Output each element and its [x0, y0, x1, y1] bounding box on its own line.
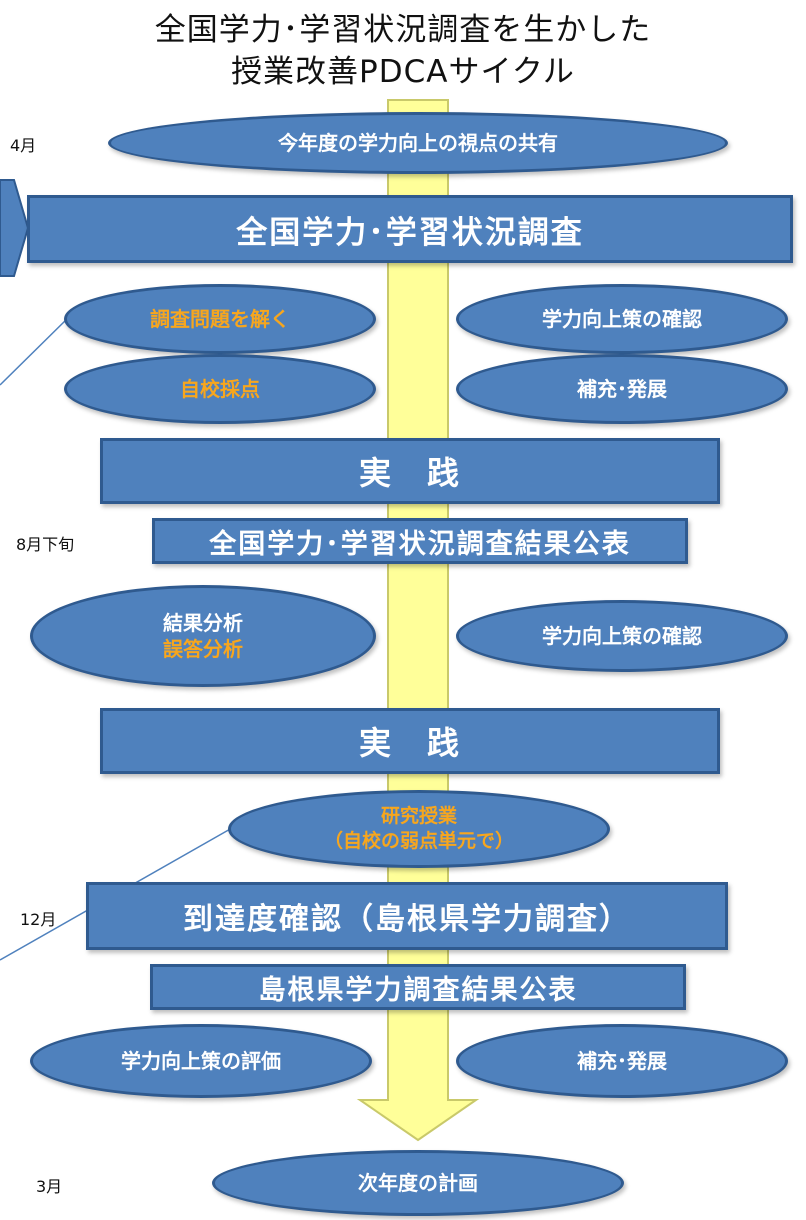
national-results-label: 全国学力･学習状況調査結果公表: [209, 528, 631, 560]
self-scoring-node: 自校採点: [64, 354, 376, 424]
confirm-measures-node-2: 学力向上策の確認: [456, 600, 788, 672]
next-year-plan-node: 次年度の計画: [212, 1150, 624, 1216]
evaluate-measures-label: 学力向上策の評価: [121, 1049, 281, 1073]
supplement-label-2: 補充･発展: [577, 1049, 667, 1073]
practice-node-1: 実 践: [100, 438, 720, 504]
research-lesson-node: 研究授業 （自校の弱点単元で）: [228, 790, 610, 868]
analysis-node: 結果分析 誤答分析: [30, 585, 376, 687]
research-lesson-sub-label: （自校の弱点単元で）: [323, 830, 514, 852]
next-year-plan-label: 次年度の計画: [358, 1171, 478, 1195]
solve-questions-label: 調査問題を解く: [150, 307, 290, 331]
practice-label-2: 実 践: [358, 724, 461, 762]
national-survey-label: 全国学力･学習状況調査: [236, 214, 584, 251]
share-viewpoint-label: 今年度の学力向上の視点の共有: [278, 131, 558, 155]
result-analysis-label: 結果分析: [163, 611, 243, 635]
self-scoring-label: 自校採点: [180, 377, 260, 401]
diagram-title-line1: 全国学力･学習状況調査を生かした: [154, 12, 652, 48]
vertical-flow-arrow: [356, 99, 480, 1142]
month-label-march: 3月: [36, 1177, 63, 1196]
practice-label-1: 実 践: [358, 454, 461, 492]
solve-questions-node: 調査問題を解く: [64, 284, 376, 354]
supplement-node-2: 補充･発展: [456, 1024, 788, 1098]
research-lesson-label: 研究授業: [380, 805, 457, 828]
supplement-label-1: 補充･発展: [577, 377, 667, 401]
shimane-results-node: 島根県学力調査結果公表: [150, 964, 686, 1010]
confirm-measures-label-2: 学力向上策の確認: [542, 624, 702, 648]
month-label-late-august: 8月下旬: [16, 535, 75, 554]
left-entry-arrow: [0, 179, 30, 277]
supplement-node-1: 補充･発展: [456, 354, 788, 424]
share-viewpoint-node: 今年度の学力向上の視点の共有: [108, 112, 728, 174]
national-results-node: 全国学力･学習状況調査結果公表: [152, 518, 688, 564]
practice-node-2: 実 践: [100, 708, 720, 774]
connector-line-top: [0, 315, 71, 386]
achievement-check-node: 到達度確認（島根県学力調査）: [86, 882, 728, 950]
month-label-april: 4月: [10, 136, 37, 155]
national-survey-node: 全国学力･学習状況調査: [27, 195, 793, 263]
month-label-december: 12月: [20, 910, 57, 929]
diagram-title-line2: 授業改善PDCAサイクル: [231, 54, 575, 90]
error-analysis-label: 誤答分析: [163, 637, 243, 661]
achievement-check-label: 到達度確認（島根県学力調査）: [183, 902, 631, 937]
confirm-measures-label-1: 学力向上策の確認: [542, 307, 702, 331]
shimane-results-label: 島根県学力調査結果公表: [258, 974, 578, 1006]
evaluate-measures-node: 学力向上策の評価: [30, 1024, 372, 1098]
confirm-measures-node-1: 学力向上策の確認: [456, 284, 788, 354]
